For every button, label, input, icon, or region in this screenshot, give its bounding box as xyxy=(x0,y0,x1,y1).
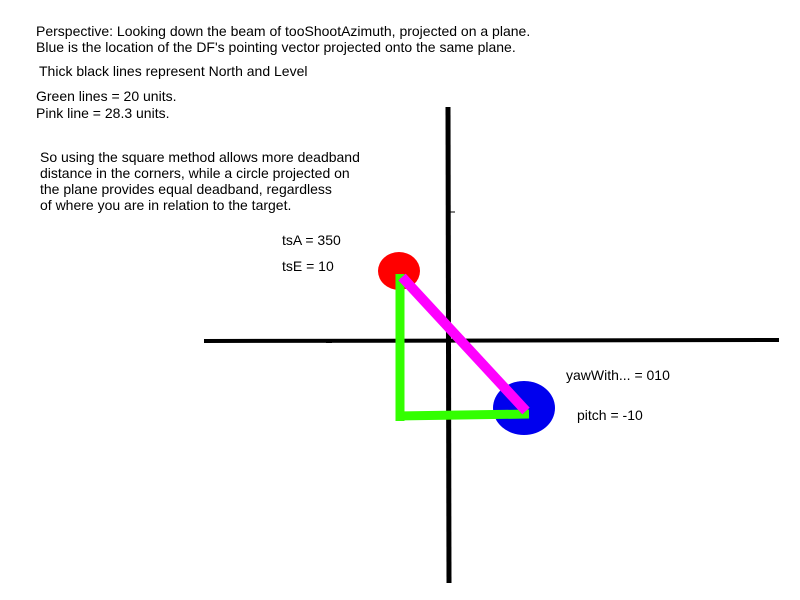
pink-diagonal-line xyxy=(398,273,530,415)
target-azimuth-label: tsA = 350 xyxy=(282,232,341,248)
method-note-line3: the plane provides equal deadband, regar… xyxy=(40,181,332,197)
north-axis-line xyxy=(445,106,452,584)
method-note-line2: distance in the corners, while a circle … xyxy=(40,165,350,181)
pink-line-note: Pink line = 28.3 units. xyxy=(36,105,170,121)
method-note-line4: of where you are in relation to the targ… xyxy=(40,197,292,213)
method-note-line1: So using the square method allows more d… xyxy=(40,149,360,165)
green-horizontal-line xyxy=(395,409,530,421)
perspective-note-line1: Perspective: Looking down the beam of to… xyxy=(36,23,531,39)
target-elevation-label: tsE = 10 xyxy=(282,258,334,274)
pitch-label: pitch = -10 xyxy=(577,407,643,423)
level-axis-line xyxy=(203,338,780,343)
green-lines-note: Green lines = 20 units. xyxy=(36,88,177,104)
thick-lines-note: Thick black lines represent North and Le… xyxy=(39,63,308,79)
perspective-note-line2: Blue is the location of the DF's pointin… xyxy=(36,39,516,55)
yaw-label: yawWith... = 010 xyxy=(566,367,670,383)
